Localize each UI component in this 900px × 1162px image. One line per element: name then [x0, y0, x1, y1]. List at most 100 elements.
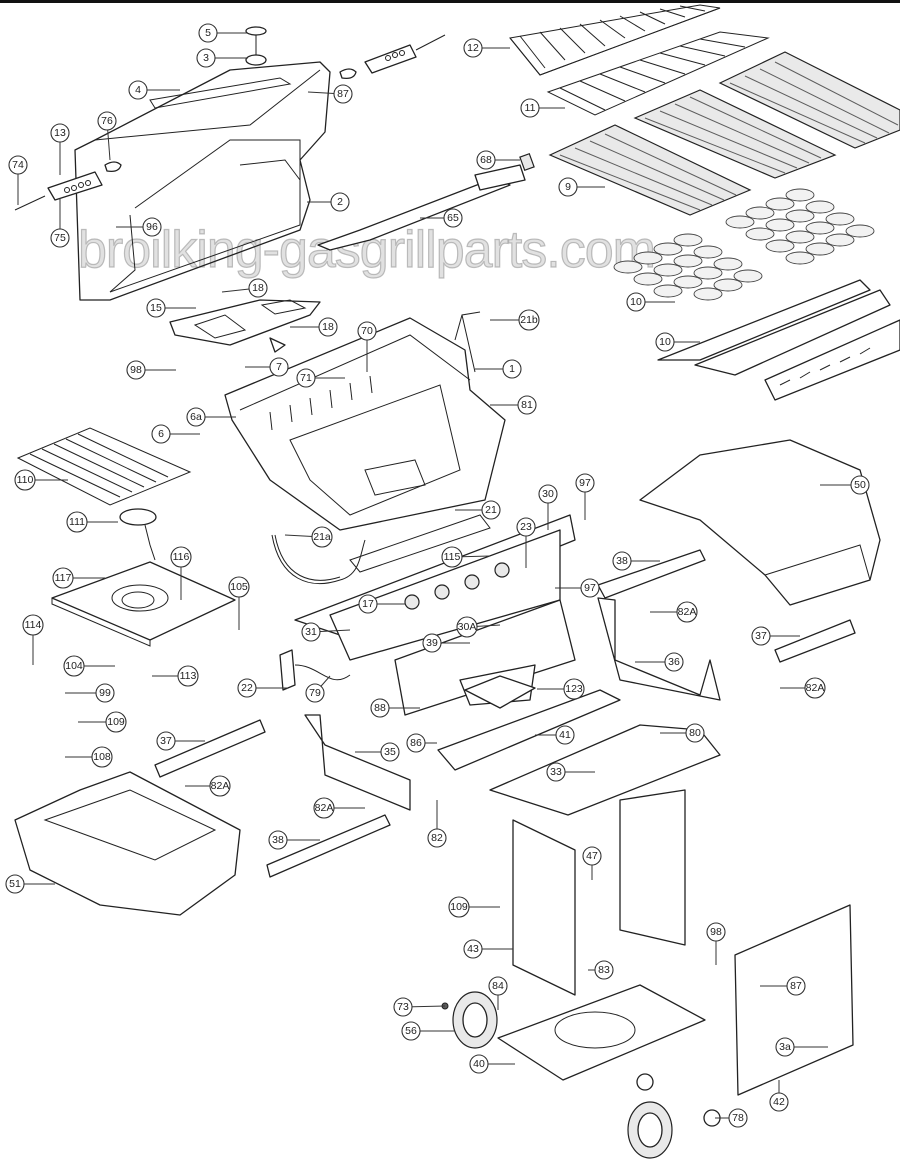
callout-98: 98 — [126, 360, 176, 380]
callout-circle — [126, 360, 146, 380]
callout-97: 97 — [575, 473, 595, 520]
side-shelf-right — [639, 439, 881, 606]
callout-76: 76 — [97, 111, 117, 161]
callout-label: 84 — [492, 980, 504, 992]
callout-15: 15 — [146, 298, 196, 318]
callout-circle — [196, 48, 216, 68]
shelf-brackets — [154, 549, 856, 878]
callout-96: 96 — [116, 217, 162, 237]
callout-label: 110 — [17, 474, 34, 486]
callout-88: 88 — [370, 698, 420, 718]
callout-label: 76 — [101, 115, 113, 127]
callout-79: 79 — [305, 675, 331, 703]
callout-circle — [664, 652, 684, 672]
callout-43: 43 — [463, 939, 513, 959]
callout-21: 21 — [455, 500, 501, 520]
callout-83: 83 — [588, 960, 614, 980]
callout-38: 38 — [268, 830, 320, 850]
callout-circle — [751, 626, 771, 646]
callout-circle — [177, 665, 199, 687]
callout-label: 113 — [180, 670, 197, 682]
callout-label: 87 — [337, 88, 349, 100]
callout-circle — [50, 228, 70, 248]
callout-circle — [358, 594, 378, 614]
callout-label: 82A — [315, 802, 334, 814]
callout-circle — [655, 332, 675, 352]
callout-circle — [228, 576, 250, 598]
callout-label: 108 — [93, 751, 111, 763]
callout-109: 109 — [448, 896, 500, 918]
callout-87: 87 — [760, 976, 806, 996]
callout-label: 51 — [9, 878, 21, 890]
callout-circle — [66, 511, 88, 533]
callout-label: 39 — [426, 637, 438, 649]
callout-label: 42 — [773, 1096, 785, 1108]
callout-105: 105 — [228, 576, 250, 630]
callout-label: 71 — [300, 372, 312, 384]
callout-104: 104 — [63, 655, 115, 677]
callout-label: 6 — [158, 428, 164, 440]
callout-82: 82 — [427, 800, 447, 848]
callout-circle — [850, 475, 870, 495]
callout-51: 51 — [5, 874, 55, 894]
callout-circle — [463, 38, 483, 58]
callout-21a: 21a — [284, 526, 333, 548]
callout-11: 11 — [520, 98, 565, 118]
heat-plates — [657, 279, 900, 401]
callout-circle — [685, 723, 705, 743]
callout-label: 15 — [150, 302, 162, 314]
callout-circle — [406, 733, 426, 753]
callout-circle — [706, 922, 726, 942]
callout-74: 74 — [8, 155, 28, 205]
callout-label: 68 — [480, 154, 492, 166]
callout-circle — [5, 874, 25, 894]
callout-circle — [769, 1092, 789, 1112]
callout-30A: 30A — [456, 616, 501, 638]
callout-circle — [558, 177, 578, 197]
briquettes — [613, 188, 875, 301]
callout-37: 37 — [156, 731, 205, 751]
callout-label: 21b — [520, 314, 538, 326]
callout-circle — [463, 939, 483, 959]
callout-label: 65 — [447, 212, 459, 224]
callout-35: 35 — [355, 742, 400, 762]
callout-17: 17 — [358, 594, 405, 614]
callout-circle — [555, 725, 575, 745]
callout-circle — [786, 976, 806, 996]
callout-label: 47 — [586, 850, 598, 862]
callout-label: 99 — [99, 687, 111, 699]
callout-circle — [488, 976, 508, 996]
callout-label: 7 — [276, 361, 282, 373]
callout-circle — [469, 1054, 489, 1074]
callout-110: 110 — [14, 469, 68, 491]
callout-86: 86 — [406, 733, 437, 753]
callout-99: 99 — [65, 683, 115, 703]
callout-40: 40 — [469, 1054, 515, 1074]
callout-circle — [476, 150, 496, 170]
grease-frame — [169, 299, 321, 353]
callout-label: 23 — [520, 521, 532, 533]
callout-label: 98 — [710, 926, 722, 938]
callout-label: 56 — [405, 1025, 417, 1037]
callout-5: 5 — [198, 23, 248, 43]
callout-label: 31 — [305, 626, 317, 638]
callout-label: 96 — [146, 221, 158, 233]
callout-circle — [105, 711, 127, 733]
callout-116: 116 — [170, 546, 192, 600]
side-shelf-left — [14, 771, 241, 916]
callout-label: 21 — [485, 504, 497, 516]
callout-circle — [146, 298, 166, 318]
callout-label: 75 — [54, 232, 66, 244]
callout-30: 30 — [538, 484, 558, 530]
callout-10: 10 — [655, 332, 700, 352]
callout-label: 10 — [630, 296, 642, 308]
callout-label: 82A — [678, 606, 697, 618]
thermometer — [245, 26, 267, 66]
callout-circle — [582, 846, 602, 866]
callout-label: 17 — [362, 598, 374, 610]
callout-circle — [456, 616, 478, 638]
callout-circle — [237, 678, 257, 698]
callout-65: 65 — [420, 208, 463, 228]
callout-circle — [546, 762, 566, 782]
warming-rack-12 — [509, 4, 721, 76]
